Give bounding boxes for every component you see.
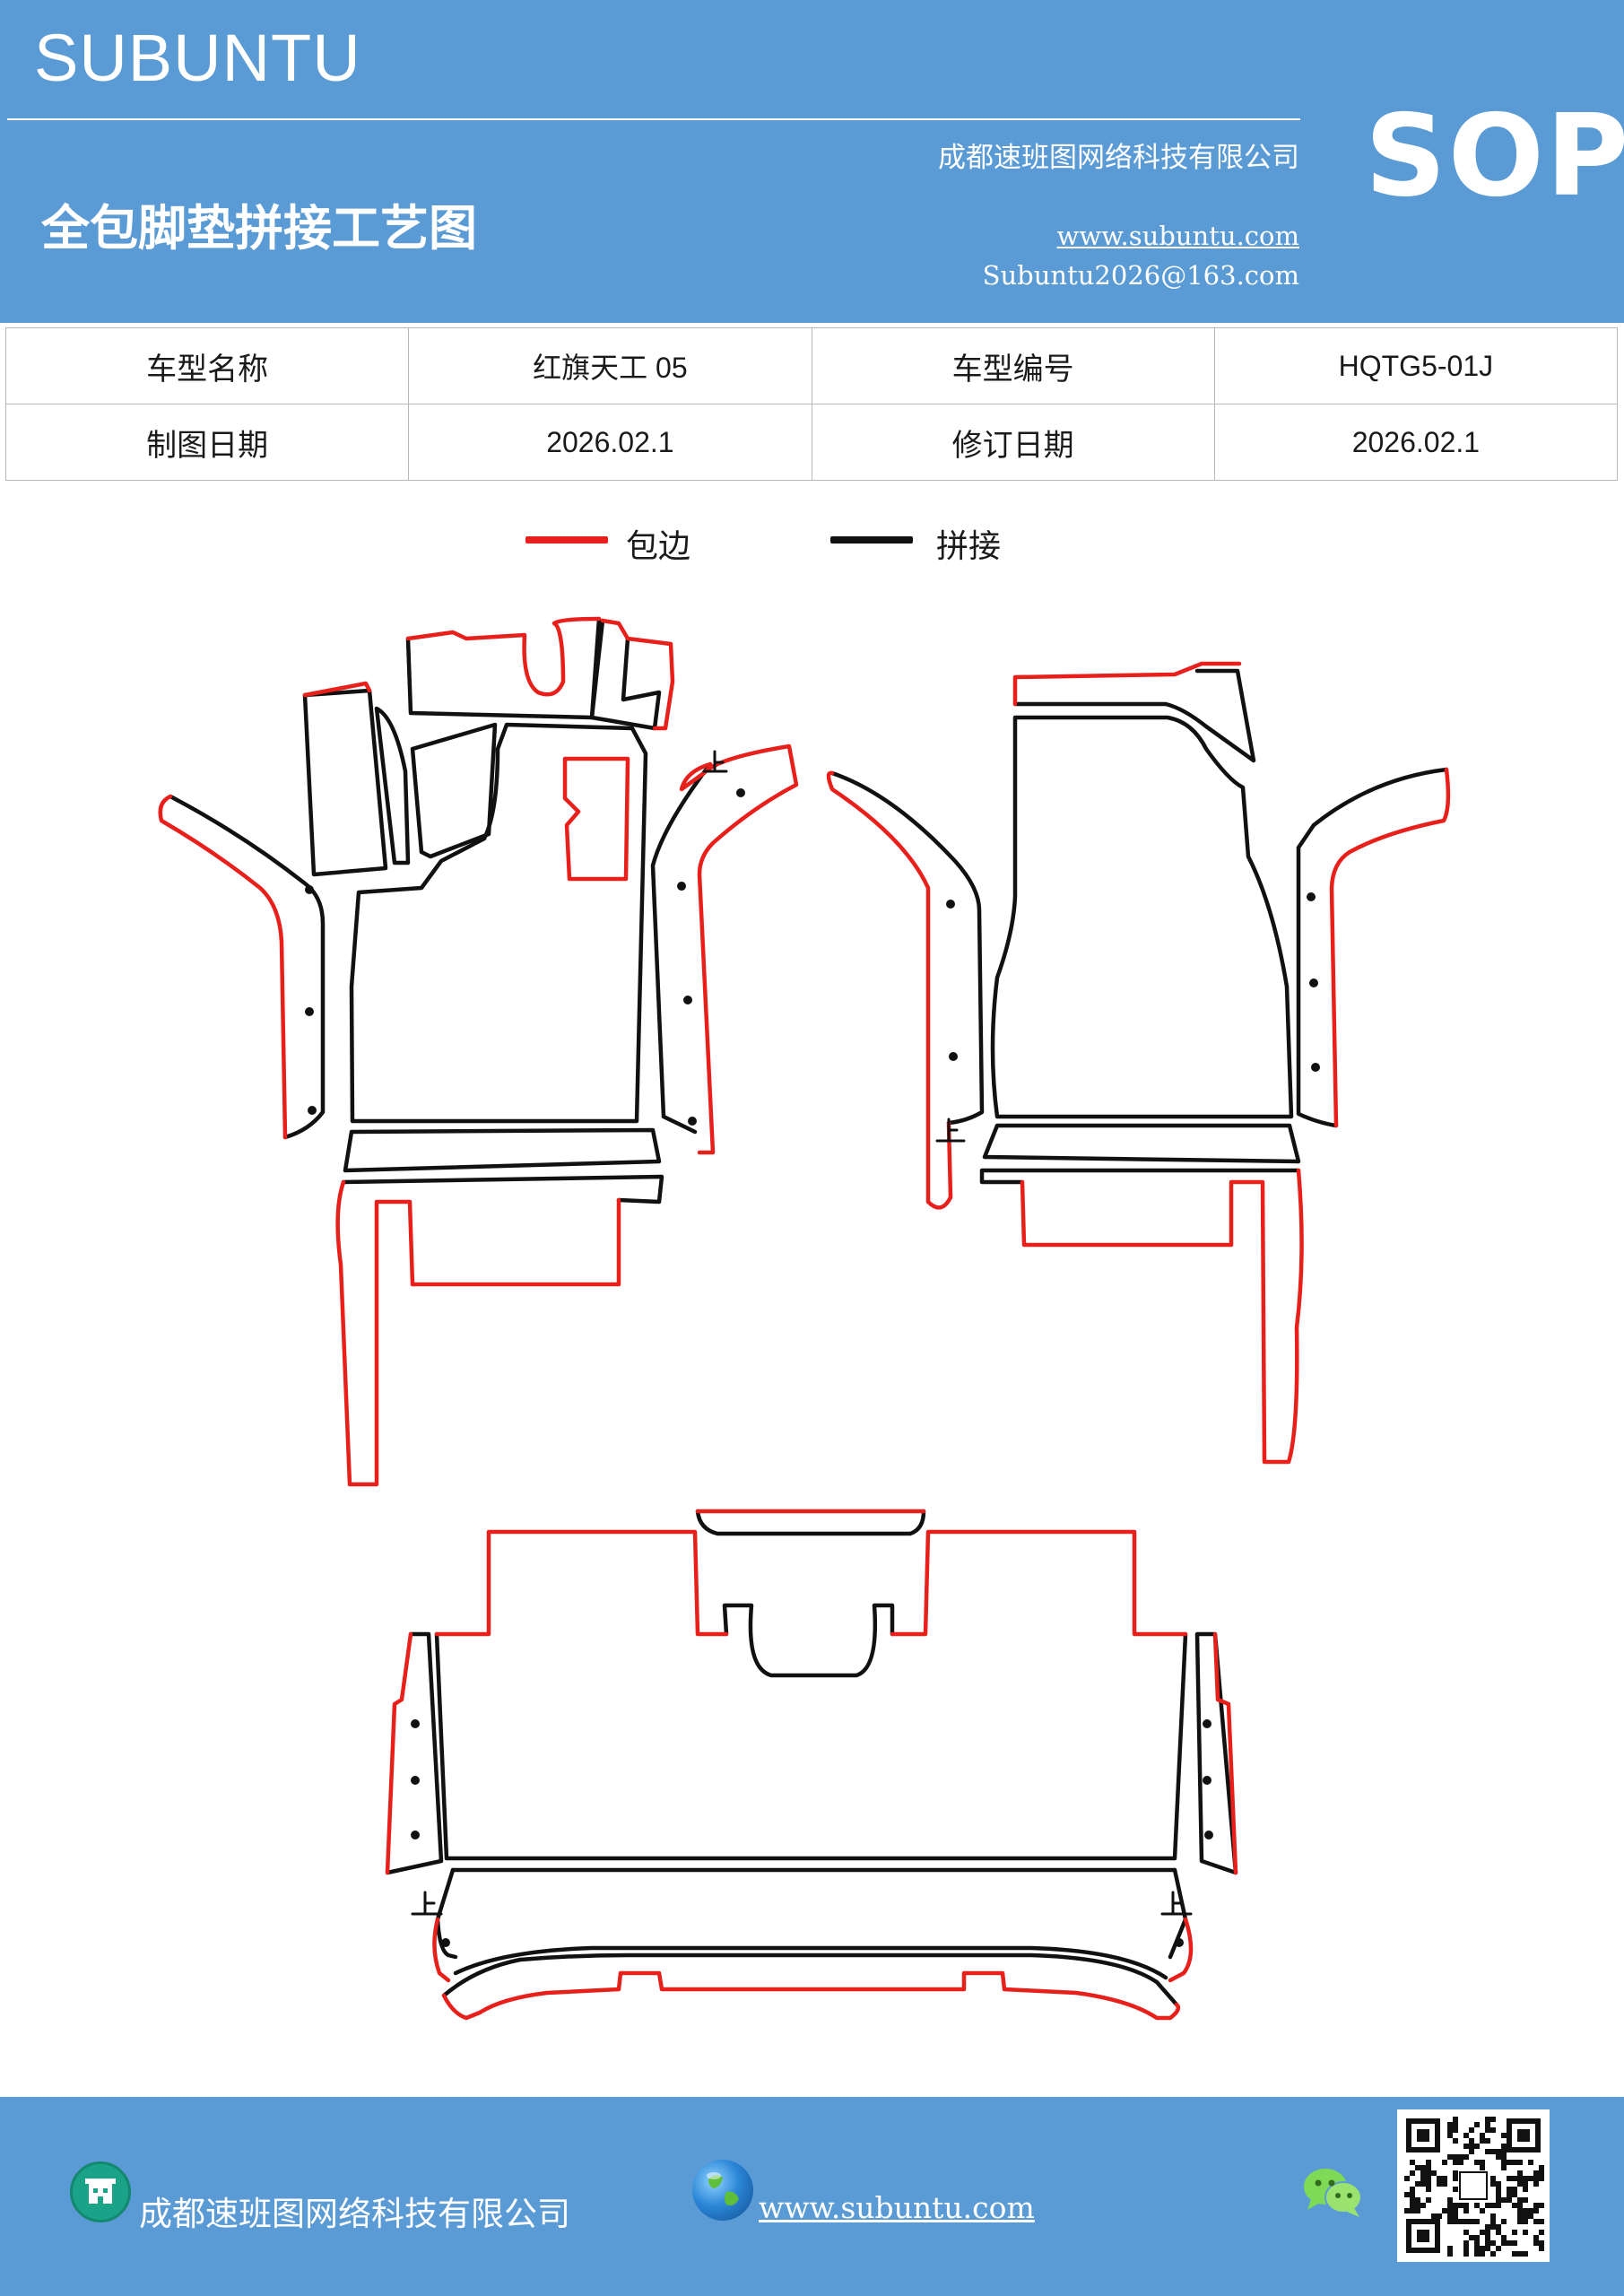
rear-lower-bar-edge xyxy=(432,1917,1194,1983)
fl-pillar-piece xyxy=(302,688,388,877)
rear-curve-strip-seam xyxy=(441,1945,1179,2007)
fl-heel-pad-edge xyxy=(562,756,630,882)
legend-label-seam: 拼接 xyxy=(936,528,1002,565)
header-divider xyxy=(7,118,1300,120)
floor-mat-diagram xyxy=(158,616,1451,2021)
fr-footrest-seam xyxy=(979,1168,1301,1185)
fr-strip-edge xyxy=(826,770,953,1210)
front-left-mat-group xyxy=(158,616,799,1487)
fl-lower-bar-seam xyxy=(343,1127,662,1173)
footer-website-link[interactable]: www.subuntu.com xyxy=(759,2190,1035,2225)
fl-tunnel-strip-seam xyxy=(650,761,713,1135)
fl-door-sill-seam xyxy=(168,794,326,1140)
fl-footrest-seam xyxy=(341,1174,664,1205)
fl-footrest-edge xyxy=(335,1179,621,1487)
header-company-name: 成都速班图网络科技有限公司 xyxy=(938,142,1299,174)
fl-up-mark-icon xyxy=(702,750,728,773)
info-value-cell: 红旗天工 05 xyxy=(408,327,812,404)
fl-tab-seam xyxy=(589,618,662,731)
building-icon xyxy=(70,2161,131,2222)
fl-pillar-edge xyxy=(302,681,372,698)
legend: 包边 拼接 xyxy=(0,520,1624,574)
footer-banner: 成都速班图网络科技有限公司 www.subuntu.com xyxy=(0,2097,1624,2296)
fl-main-floor-seam xyxy=(349,722,648,1124)
rear-left-strip-edge xyxy=(385,1631,413,1875)
info-value-cell: 2026.02.1 xyxy=(1213,404,1619,481)
info-value-cell: HQTG5-01J xyxy=(1213,327,1619,404)
legend-swatch-seam xyxy=(830,536,913,544)
fl-tab-edge xyxy=(600,618,675,731)
fr-top-piece-edge xyxy=(1012,661,1242,707)
fr-sill-seam xyxy=(1296,767,1449,1128)
rear-top-tab-seam xyxy=(695,1509,926,1536)
document-title: 全包脚垫拼接工艺图 xyxy=(41,200,477,257)
info-label-cell: 制图日期 xyxy=(4,404,410,481)
brand-logo-text: SUBUNTU xyxy=(34,21,361,95)
wechat-icon[interactable] xyxy=(1302,2165,1365,2219)
front-right-mat-group xyxy=(826,661,1451,1465)
fr-up-mark-icon xyxy=(935,1118,966,1143)
rear-curve-strip-edge xyxy=(441,1970,1181,2021)
info-label-cell: 修订日期 xyxy=(811,404,1215,481)
globe-icon xyxy=(692,2160,753,2221)
fl-tunnel-strip-edge xyxy=(679,744,799,1155)
info-label-cell: 车型名称 xyxy=(4,327,410,404)
sop-badge: SOP xyxy=(1365,90,1624,222)
fr-lower-bar-seam xyxy=(982,1123,1301,1164)
fl-firewall-edge xyxy=(405,616,602,697)
info-value-cell: 2026.02.1 xyxy=(408,404,812,481)
rear-right-strip-edge xyxy=(1212,1631,1238,1875)
rear-main-floor-edge xyxy=(434,1529,1188,1637)
fr-footrest-edge xyxy=(1020,1168,1304,1465)
rear-mat-group xyxy=(385,1509,1238,2021)
qr-code xyxy=(1397,2109,1550,2262)
fr-strip-seam xyxy=(829,770,985,1126)
fr-main-floor-seam xyxy=(990,715,1294,1119)
rear-main-floor-seam xyxy=(434,1603,1188,1861)
rear-left-strip-seam xyxy=(385,1631,444,1875)
legend-label-edge: 包边 xyxy=(626,528,691,565)
header-banner: SUBUNTU 成都速班图网络科技有限公司 全包脚垫拼接工艺图 www.subu… xyxy=(0,0,1624,323)
rear-up-mark-left-icon xyxy=(411,1891,443,1916)
fl-pillar-piece-2 xyxy=(374,706,411,865)
fr-top-piece-seam xyxy=(1012,668,1256,763)
fl-door-sill-edge xyxy=(158,794,288,1140)
rear-lower-bar-seam xyxy=(435,1867,1188,1960)
fr-sill-edge xyxy=(1329,767,1451,1128)
info-label-cell: 车型编号 xyxy=(811,327,1215,404)
header-website-link[interactable]: www.subuntu.com xyxy=(1056,221,1299,251)
header-email: Subuntu2026@163.com xyxy=(982,260,1299,291)
footer-company-name: 成都速班图网络科技有限公司 xyxy=(139,2195,570,2233)
legend-swatch-edge xyxy=(525,536,608,544)
rear-up-mark-right-icon xyxy=(1160,1891,1193,1916)
